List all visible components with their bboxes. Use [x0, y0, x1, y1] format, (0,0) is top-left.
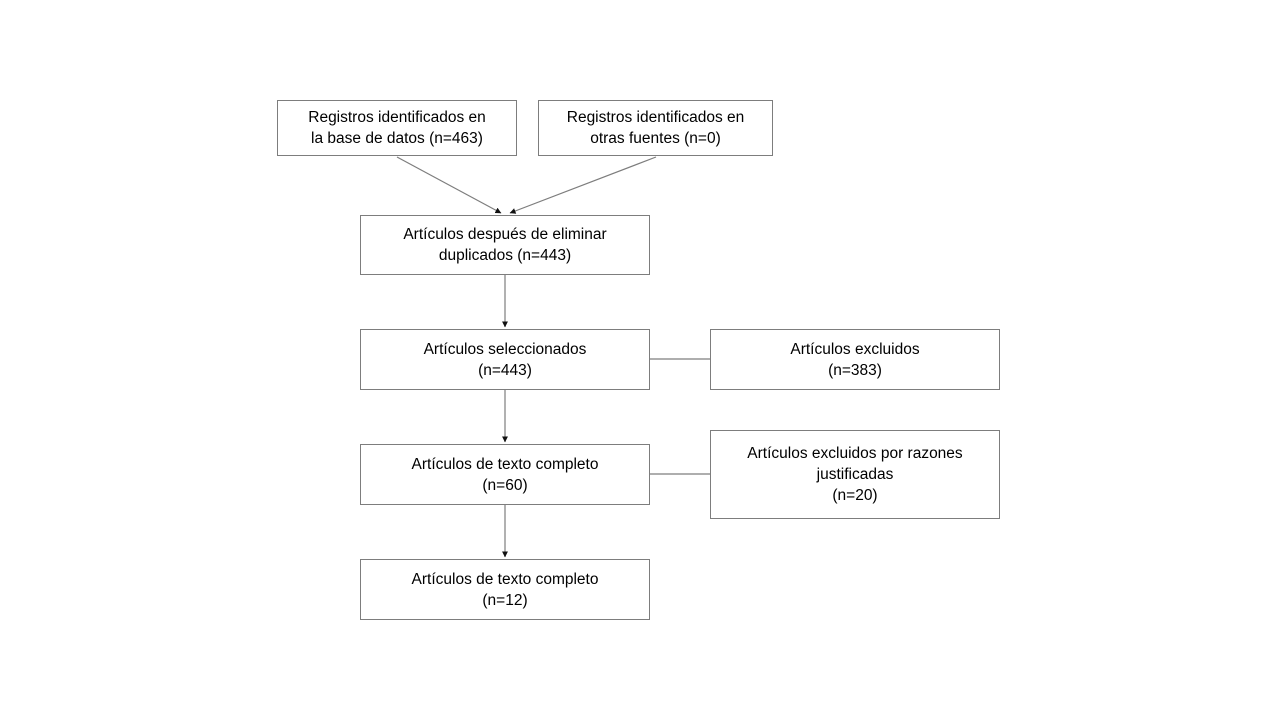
- articles-included-box: Artículos de texto completo (n=12): [360, 559, 650, 620]
- edge-other-sources-to-after-duplicates: [509, 156, 657, 214]
- articles-excluded-with-reasons-box: Artículos excluidos por razones justific…: [710, 430, 1000, 519]
- records-identified-database-box: Registros identificados en la base de da…: [277, 100, 517, 156]
- articles-after-duplicates-removed-box: Artículos después de eliminar duplicados…: [360, 215, 650, 275]
- articles-excluded-box: Artículos excluidos (n=383): [710, 329, 1000, 390]
- articles-full-text-assessed-box: Artículos de texto completo (n=60): [360, 444, 650, 505]
- articles-screened-box: Artículos seleccionados (n=443): [360, 329, 650, 390]
- edge-database-to-after-duplicates: [396, 156, 502, 214]
- records-identified-other-sources-box: Registros identificados en otras fuentes…: [538, 100, 773, 156]
